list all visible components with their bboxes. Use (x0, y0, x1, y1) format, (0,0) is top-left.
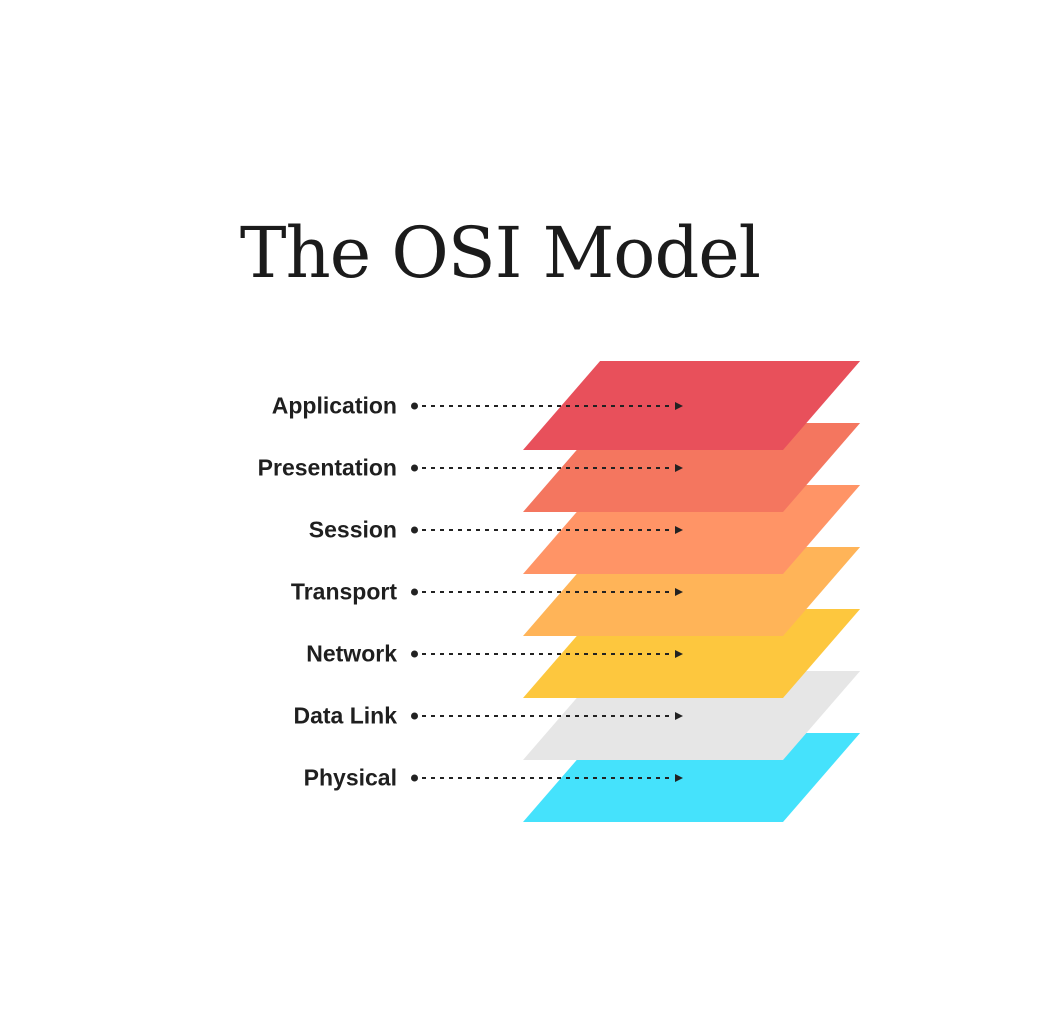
arrowhead-icon (675, 774, 683, 782)
arrow-dot-icon (411, 526, 418, 534)
arrow-dot-icon (411, 464, 418, 472)
dashed-line (422, 777, 671, 779)
arrow-dot-icon (411, 402, 418, 410)
connector-arrow-physical (411, 773, 683, 783)
dashed-line (422, 467, 671, 469)
connector-arrow-data-link (411, 711, 683, 721)
arrow-dot-icon (411, 712, 418, 720)
connector-arrow-network (411, 649, 683, 659)
dashed-line (422, 653, 671, 655)
dashed-line (422, 591, 671, 593)
arrow-dot-icon (411, 650, 418, 658)
arrowhead-icon (675, 526, 683, 534)
layer-label-transport: Transport (290, 578, 397, 605)
arrowhead-icon (675, 712, 683, 720)
arrowhead-icon (675, 402, 683, 410)
dashed-line (422, 529, 671, 531)
arrowhead-icon (675, 650, 683, 658)
connector-arrow-transport (411, 587, 683, 597)
layer-label-application: Application (271, 392, 397, 419)
dashed-line (422, 715, 671, 717)
connector-arrow-presentation (411, 463, 683, 473)
page-title: The OSI Model (239, 212, 761, 294)
layer-label-physical: Physical (303, 764, 397, 791)
connector-arrow-session (411, 525, 683, 535)
layer-label-data-link: Data Link (293, 702, 397, 729)
dashed-line (422, 405, 671, 407)
arrowhead-icon (675, 464, 683, 472)
arrow-dot-icon (411, 774, 418, 782)
connector-arrow-application (411, 401, 683, 411)
layer-label-network: Network (306, 640, 397, 667)
layer-label-presentation: Presentation (257, 454, 397, 481)
arrow-dot-icon (411, 588, 418, 596)
layer-label-session: Session (308, 516, 397, 543)
arrowhead-icon (675, 588, 683, 596)
